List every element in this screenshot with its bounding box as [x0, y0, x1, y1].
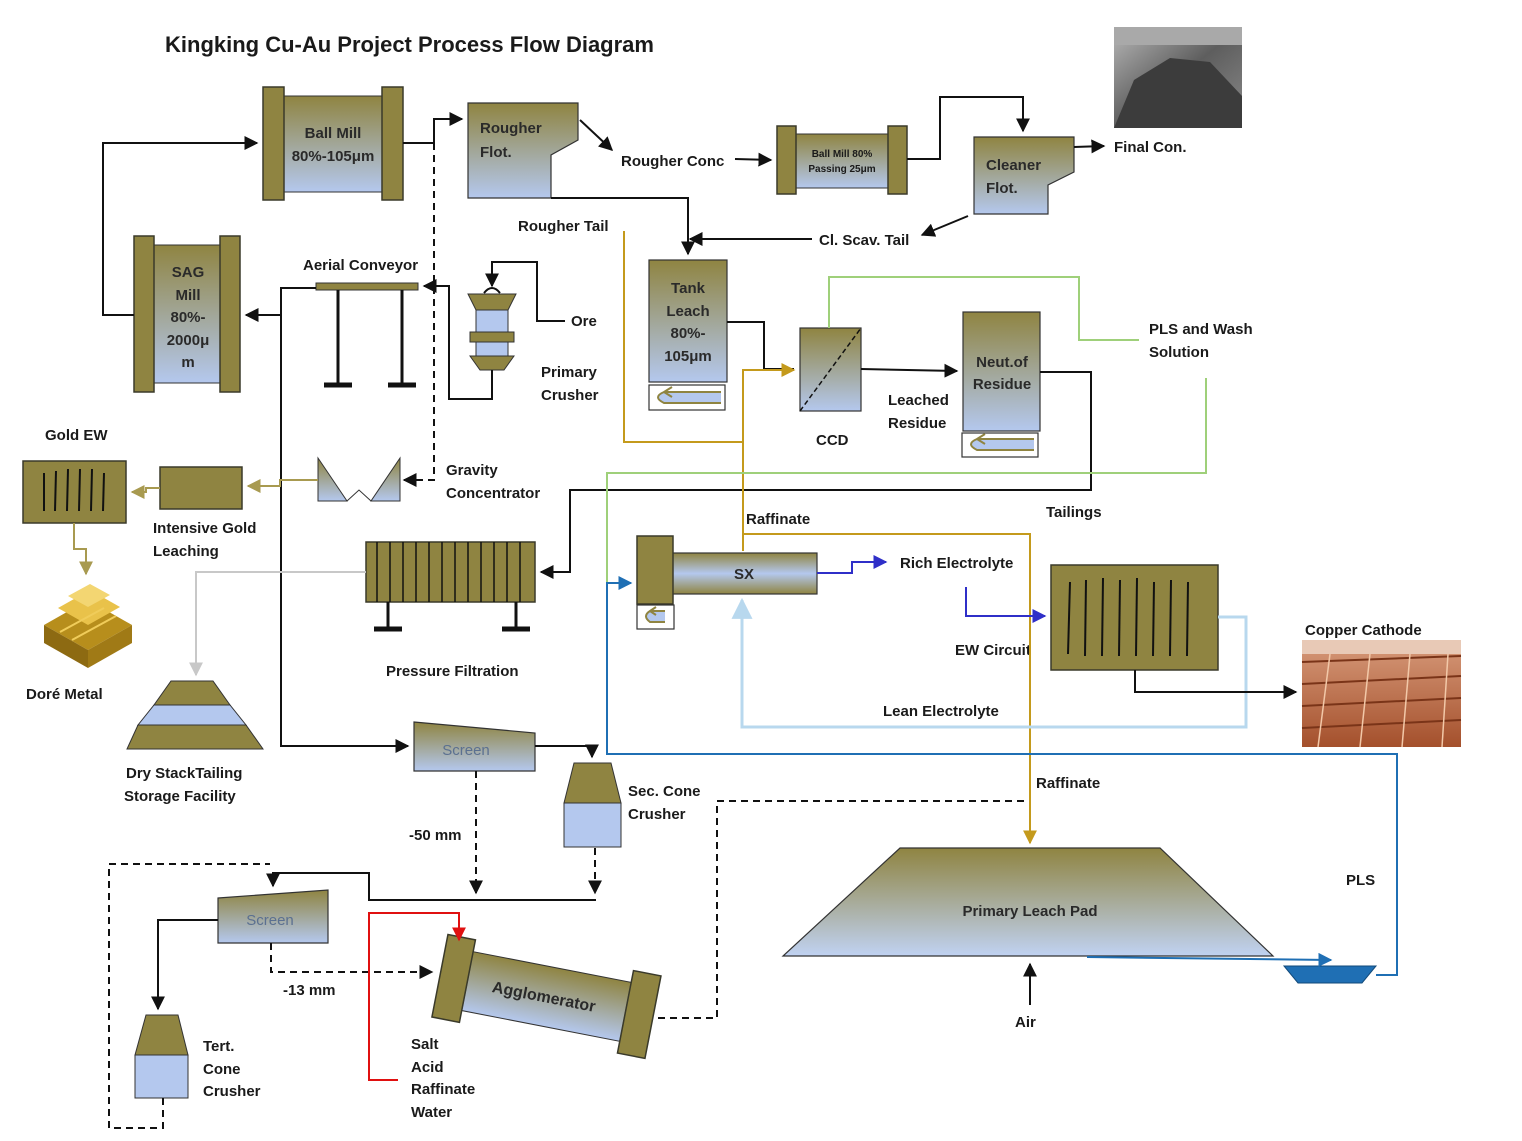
- sag-label-2: Mill: [176, 287, 201, 304]
- regrind-label-1: Ball Mill 80%: [812, 149, 873, 160]
- cl-scav-tail-label: Cl. Scav. Tail: [819, 232, 909, 249]
- tertiary-cone-crusher: [134, 1014, 189, 1099]
- rougher-flotation-cell: Rougher Flot.: [467, 102, 579, 199]
- intensive-gold-label-1: Intensive Gold: [153, 520, 256, 537]
- cleaner-flotation-cell: Cleaner Flot.: [973, 136, 1075, 215]
- neutralization-tank: Neut.of Residue: [961, 311, 1041, 458]
- pls-wash-label-1: PLS and Wash: [1149, 321, 1253, 338]
- diagram-title: Kingking Cu-Au Project Process Flow Diag…: [165, 32, 654, 57]
- ccd-thickener: [799, 327, 862, 412]
- intensive-gold-label-2: Leaching: [153, 543, 219, 560]
- primary-crusher-label-2: Crusher: [541, 387, 599, 404]
- ew-circuit-label: EW Circuit: [955, 642, 1031, 659]
- agglom-input-acid: Acid: [411, 1059, 444, 1076]
- leached-residue-label-2: Residue: [888, 415, 946, 432]
- tailings-label: Tailings: [1046, 504, 1102, 521]
- agglom-input-salt: Salt: [411, 1036, 439, 1053]
- primary-crusher: [467, 287, 517, 371]
- screen-2-label: Screen: [246, 912, 294, 929]
- tank-leach-label-1: Tank: [671, 280, 706, 297]
- tank-leach-label-4: 105μm: [664, 348, 712, 365]
- secondary-cone-crusher: [563, 762, 622, 848]
- intensive-gold-leach-tank: [159, 466, 243, 510]
- cleaner-flot-label-2: Flot.: [986, 180, 1018, 197]
- ore-label: Ore: [571, 313, 597, 330]
- tank-leach-label-3: 80%-: [670, 325, 705, 342]
- flow-lines: [73, 96, 1398, 1129]
- dry-stack-label-2: Storage Facility: [124, 788, 236, 805]
- gold-ew-label: Gold EW: [45, 427, 108, 444]
- leach-pad-label: Primary Leach Pad: [962, 903, 1097, 920]
- aerial-conveyor: [315, 282, 419, 388]
- sag-label-5: m: [181, 354, 194, 371]
- ccd-label: CCD: [816, 432, 849, 449]
- tert-cone-label-3: Crusher: [203, 1083, 261, 1100]
- rougher-conc-label: Rougher Conc: [621, 153, 724, 170]
- dry-stack-label-1: Dry StackTailing: [126, 765, 242, 782]
- sag-label-3: 80%-: [170, 309, 205, 326]
- agglomerator-drum: Agglomerator: [431, 933, 662, 1060]
- pressure-filtration-label: Pressure Filtration: [386, 663, 519, 680]
- minus-50-label: -50 mm: [409, 827, 462, 844]
- pressure-filter: [365, 541, 536, 632]
- gold-ew-cell: [22, 460, 127, 524]
- agglom-input-raffinate: Raffinate: [411, 1081, 475, 1098]
- ball-mill-label-2: 80%-105μm: [292, 148, 375, 165]
- primary-screen: Screen: [413, 721, 536, 772]
- aerial-conveyor-label: Aerial Conveyor: [303, 257, 418, 274]
- sx-label: SX: [734, 566, 754, 583]
- primary-leach-pad: Primary Leach Pad: [781, 847, 1275, 957]
- regrind-ball-mill: Ball Mill 80% Passing 25μm: [776, 125, 908, 195]
- dry-stack-tailing-facility: [126, 680, 264, 750]
- ball-mill-label-1: Ball Mill: [305, 125, 362, 142]
- sag-mill: SAG Mill 80%- 2000μ m: [133, 235, 241, 393]
- gravity-label-2: Concentrator: [446, 485, 540, 502]
- tert-cone-label-1: Tert.: [203, 1038, 234, 1055]
- raffinate-label-2: Raffinate: [1036, 775, 1100, 792]
- cleaner-flot-label-1: Cleaner: [986, 157, 1041, 174]
- minus-13-label: -13 mm: [283, 982, 336, 999]
- neut-label-2: Residue: [973, 376, 1031, 393]
- sx-mixer-settler: SX: [636, 535, 818, 630]
- copper-cathode-photo: [1301, 640, 1462, 748]
- regrind-label-2: Passing 25μm: [808, 164, 875, 175]
- pls-wash-label-2: Solution: [1149, 344, 1209, 361]
- rougher-flot-label-1: Rougher: [480, 120, 542, 137]
- tank-leach: Tank Leach 80%- 105μm: [648, 259, 728, 411]
- ball-mill: Ball Mill 80%-105μm: [262, 86, 404, 201]
- sag-label-1: SAG: [172, 264, 205, 281]
- tank-leach-label-2: Leach: [666, 303, 709, 320]
- final-concentrate-photo: [1114, 27, 1242, 128]
- rougher-flot-label-2: Flot.: [480, 144, 512, 161]
- tert-cone-label-2: Cone: [203, 1061, 241, 1078]
- sec-cone-label-2: Crusher: [628, 806, 686, 823]
- copper-cathode-label: Copper Cathode: [1305, 622, 1422, 639]
- secondary-screen: Screen: [217, 889, 329, 944]
- sec-cone-label-1: Sec. Cone: [628, 783, 701, 800]
- dore-label: Doré Metal: [26, 686, 103, 703]
- leached-residue-label-1: Leached: [888, 392, 949, 409]
- gravity-label-1: Gravity: [446, 462, 498, 479]
- agglom-input-water: Water: [411, 1104, 452, 1121]
- pls-label: PLS: [1346, 872, 1375, 889]
- rougher-tail-label: Rougher Tail: [518, 218, 609, 235]
- primary-crusher-label-1: Primary: [541, 364, 598, 381]
- air-label: Air: [1015, 1014, 1036, 1031]
- lean-electrolyte-label: Lean Electrolyte: [883, 703, 999, 720]
- rich-electrolyte-label: Rich Electrolyte: [900, 555, 1013, 572]
- copper-ew-cell: [1050, 564, 1219, 671]
- dore-gold-bars-icon: [44, 584, 132, 668]
- final-con-label: Final Con.: [1114, 139, 1187, 156]
- screen-1-label: Screen: [442, 742, 490, 759]
- sag-label-4: 2000μ: [167, 332, 210, 349]
- neut-label-1: Neut.of: [976, 354, 1029, 371]
- gravity-concentrator: [317, 456, 401, 502]
- pls-pond: [1282, 965, 1378, 984]
- raffinate-label-1: Raffinate: [746, 511, 810, 528]
